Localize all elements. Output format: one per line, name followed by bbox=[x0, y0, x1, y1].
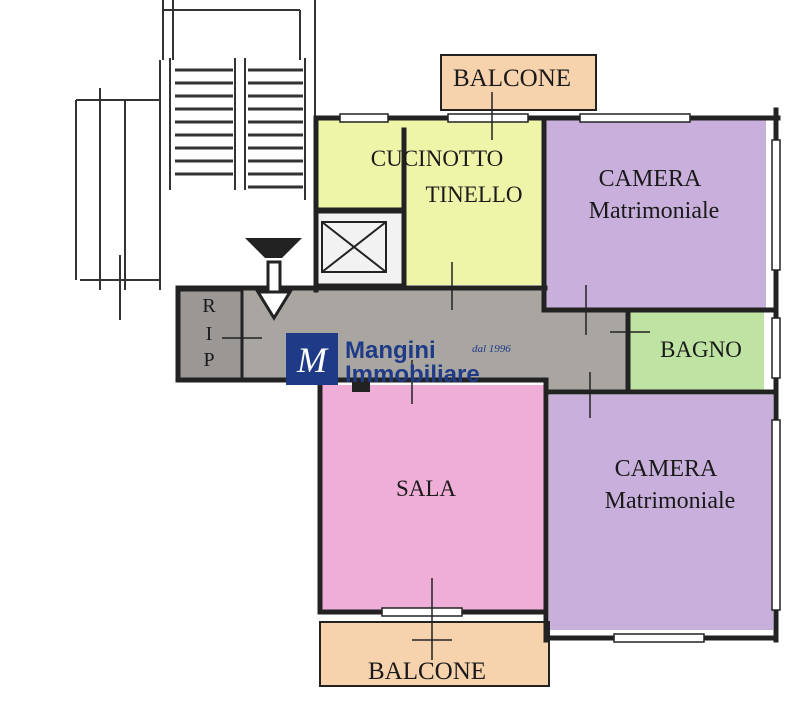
logo-established: dal 1996 bbox=[472, 343, 511, 355]
logo-line2: Immobiliare bbox=[345, 361, 480, 388]
bagno-label: BAGNO bbox=[660, 337, 742, 362]
camera-top-fill bbox=[546, 120, 766, 310]
balcone-bottom-label: BALCONE bbox=[368, 658, 486, 685]
shaft-cross bbox=[321, 221, 387, 273]
door-markers bbox=[222, 92, 650, 660]
camera-top-subtitle: Matrimoniale bbox=[589, 198, 720, 224]
balcone-bottom-fill bbox=[319, 621, 550, 687]
camera-bottom-subtitle: Matrimoniale bbox=[605, 488, 736, 514]
camera-top-title: CAMERA bbox=[599, 166, 702, 192]
camera-bottom-fill bbox=[549, 395, 773, 630]
rip-label-p: P bbox=[203, 349, 214, 371]
balcone-top-label: BALCONE bbox=[453, 65, 571, 92]
agency-logo: M Mangini Immobiliare dal 1996 bbox=[286, 333, 511, 388]
bagno-fill bbox=[628, 312, 764, 392]
logo-badge bbox=[286, 333, 338, 385]
cucinotto-label: CUCINOTTO bbox=[371, 146, 503, 171]
sala-fill bbox=[320, 385, 546, 610]
radiator-mark bbox=[352, 382, 370, 392]
staircase-sketch bbox=[75, 0, 316, 320]
rip-label-r: R bbox=[202, 295, 216, 317]
stair-treads bbox=[175, 68, 303, 189]
balcone-top-fill bbox=[440, 54, 597, 111]
tinello-label: TINELLO bbox=[425, 182, 522, 207]
logo-line1: Mangini bbox=[345, 337, 436, 364]
windows bbox=[339, 113, 781, 643]
camera-bottom-title: CAMERA bbox=[615, 456, 718, 482]
rip-label-i: I bbox=[206, 323, 213, 345]
logo-mark-letter: M bbox=[296, 340, 329, 380]
entrance-arrow-icon bbox=[245, 238, 302, 321]
sala-label: SALA bbox=[396, 476, 456, 501]
